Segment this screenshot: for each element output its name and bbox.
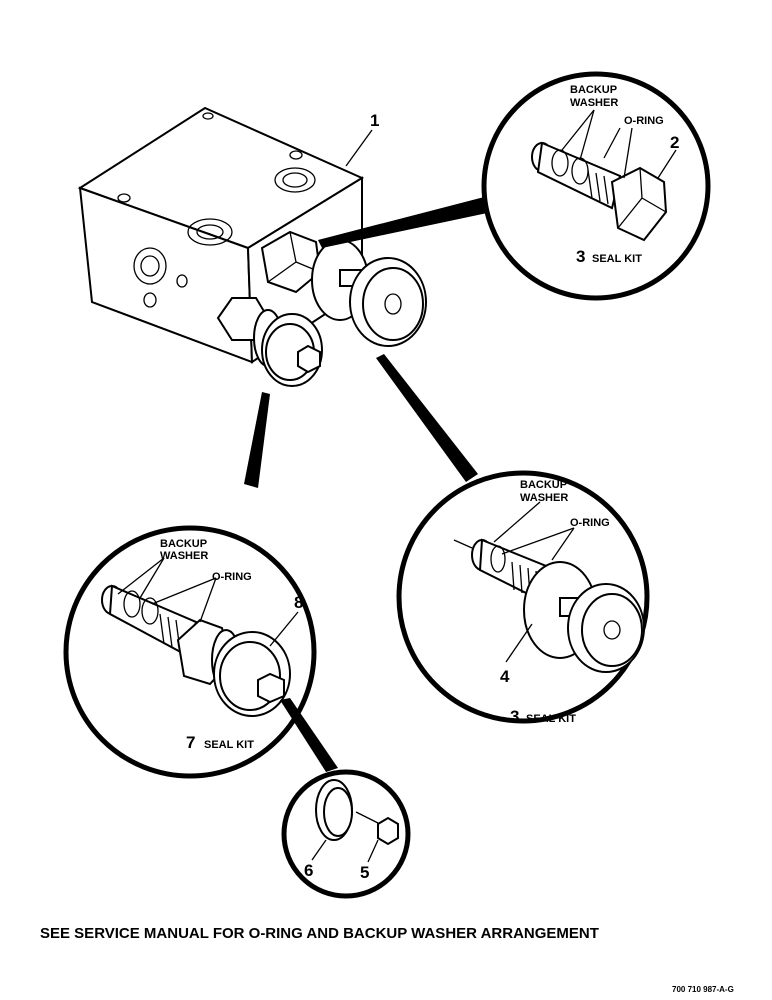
label-item-2: 2 [670, 133, 679, 152]
callout-wedge-top [318, 196, 492, 248]
part-number: 700 710 987-A-G [672, 985, 734, 994]
label-oring-top: O-RING [624, 115, 664, 127]
label-backup-top: BACKUP [570, 84, 617, 96]
callout-wedge-left [244, 392, 270, 488]
knob-and-nut-detail [315, 779, 399, 846]
footer-note: SEE SERVICE MANUAL FOR O-RING AND BACKUP… [40, 925, 599, 942]
label-seal-kit-right: SEAL KIT [526, 713, 576, 725]
label-item-5: 5 [360, 863, 369, 882]
callout-wedge-right [376, 354, 478, 482]
label-oring-left: O-RING [212, 571, 252, 583]
label-item-7: 7 [186, 733, 195, 752]
label-item-3-top: 3 [576, 247, 585, 266]
label-item-3-right: 3 [510, 707, 519, 726]
label-item-8: 8 [294, 593, 303, 612]
leader-lines [117, 109, 677, 863]
label-item-6: 6 [304, 861, 313, 880]
hex-cartridge-detail [531, 141, 668, 242]
lower-cartridge-assembled [216, 297, 323, 387]
label-seal-kit-left: SEAL KIT [204, 739, 254, 751]
label-washer-top: WASHER [570, 97, 618, 109]
label-seal-kit-top: SEAL KIT [592, 253, 642, 265]
callout-wedge-small [280, 698, 338, 772]
label-washer-left: WASHER [160, 550, 208, 562]
label-backup-right: BACKUP [520, 479, 567, 491]
label-oring-right: O-RING [570, 517, 610, 529]
label-item-4: 4 [500, 667, 510, 686]
label-washer-right: WASHER [520, 492, 568, 504]
label-item-1: 1 [370, 111, 379, 130]
knob-valve-assembled [311, 239, 427, 347]
label-backup-left: BACKUP [160, 538, 207, 550]
lower-cartridge-detail [101, 584, 291, 717]
knob-valve-detail [453, 538, 645, 673]
